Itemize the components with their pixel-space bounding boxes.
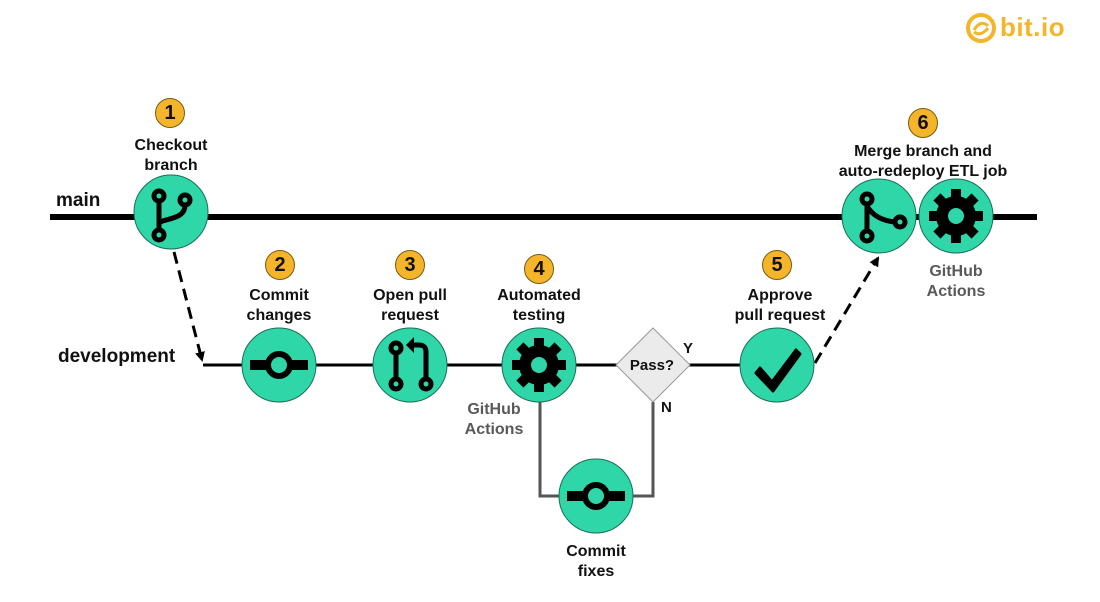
step-4-sublabel-line2: Actions	[464, 421, 524, 438]
gear-icon	[929, 189, 983, 243]
git-branch-icon	[151, 188, 193, 243]
bitio-logo: bit.io	[966, 12, 1065, 43]
decision-label: Pass?	[629, 357, 675, 374]
checkout-dashed-arrow	[172, 251, 205, 362]
step-label-6: Merge branch and auto-redeploy ETL job	[839, 142, 1008, 182]
gear-icon	[512, 338, 566, 392]
bitio-swirl-icon	[966, 12, 996, 43]
step-6-sublabel-line2: Actions	[926, 283, 986, 300]
step-label-3: Open pull request	[373, 286, 447, 326]
step-label-4: Automated testing	[497, 286, 581, 326]
step-badge-6: 6	[908, 108, 938, 138]
node-github-actions-deploy[interactable]	[918, 178, 994, 254]
step-label-5: Approve pull request	[735, 286, 826, 326]
decision-no-label: N	[661, 399, 672, 416]
step-label-6-line1: Merge branch and	[854, 143, 992, 160]
step-label-1-line2: branch	[144, 157, 198, 174]
main-branch-label: main	[56, 190, 101, 211]
decision-yes-label: Y	[683, 340, 694, 357]
step-badge-4: 4	[524, 254, 554, 284]
step-label-6-line2: auto-redeploy ETL job	[838, 163, 1008, 180]
logo-text: bit.io	[1000, 12, 1066, 42]
fix-label-line1: Commit	[566, 543, 626, 560]
pull-request-arrow-icon	[406, 337, 414, 353]
decision-pass[interactable]	[615, 327, 691, 403]
step-4-sublabel: GitHub Actions	[465, 400, 524, 440]
step-4-sublabel-line1: GitHub	[467, 401, 521, 418]
node-commit-changes[interactable]	[241, 327, 317, 403]
merge-dashed-arrow	[813, 256, 880, 364]
step-label-4-line1: Automated	[497, 287, 581, 304]
git-merge-icon	[859, 191, 908, 244]
step-label-2-line1: Commit	[249, 287, 309, 304]
step-label-2-line2: changes	[246, 307, 312, 324]
node-open-pull-request[interactable]	[372, 327, 448, 403]
step-label-5-line1: Approve	[747, 287, 813, 304]
fix-label-line2: fixes	[577, 563, 615, 580]
git-commit-icon	[250, 351, 308, 379]
step-badge-2: 2	[265, 250, 295, 280]
pull-request-icon	[388, 340, 434, 392]
node-approve-pull-request[interactable]	[739, 327, 815, 403]
node-merge-branch[interactable]	[841, 178, 917, 254]
checkmark-icon	[754, 348, 802, 393]
node-automated-testing[interactable]	[501, 327, 577, 403]
node-commit-fixes[interactable]	[558, 458, 634, 534]
fix-label: Commit fixes	[566, 542, 626, 582]
step-6-sublabel-line1: GitHub	[929, 263, 983, 280]
step-badge-5: 5	[762, 250, 792, 280]
step-badge-1: 1	[155, 98, 185, 128]
step-badge-3: 3	[395, 250, 425, 280]
step-label-3-line1: Open pull	[373, 287, 447, 304]
node-checkout-branch[interactable]	[133, 174, 209, 250]
step-label-3-line2: request	[381, 307, 439, 324]
step-label-1-line1: Checkout	[134, 137, 208, 154]
step-label-1: Checkout branch	[135, 136, 208, 176]
git-commit-icon	[567, 482, 625, 510]
step-label-5-line2: pull request	[734, 307, 826, 324]
step-label-4-line2: testing	[512, 307, 566, 324]
step-label-2: Commit changes	[247, 286, 312, 326]
step-6-sublabel: GitHub Actions	[927, 262, 986, 302]
development-branch-label: development	[58, 346, 176, 367]
